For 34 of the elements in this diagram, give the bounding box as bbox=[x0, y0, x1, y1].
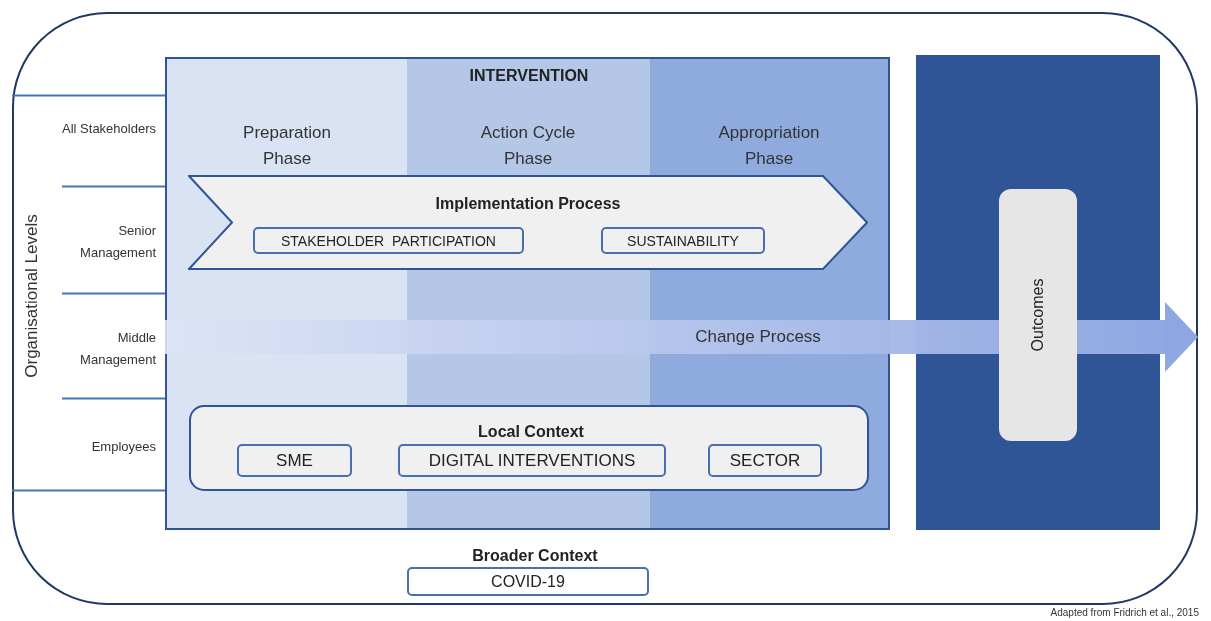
source-note: Adapted from Fridrich et al., 2015 bbox=[1050, 607, 1199, 618]
axis-title: Organisational Levels bbox=[21, 213, 42, 380]
heading: Implementation Process bbox=[434, 194, 622, 214]
box-label: Outcomes bbox=[1029, 278, 1047, 352]
outcomes-panel bbox=[916, 55, 1160, 530]
context-frame bbox=[12, 12, 1198, 605]
level-label: Middle Management bbox=[79, 329, 156, 369]
heading: Appropriation Phase bbox=[717, 122, 821, 171]
box-label: SECTOR bbox=[729, 450, 801, 471]
label-box bbox=[407, 567, 649, 596]
label-box bbox=[237, 444, 352, 477]
heading: Action Cycle Phase bbox=[479, 122, 577, 171]
box-label: SME bbox=[276, 450, 313, 471]
heading: Broader Context bbox=[471, 546, 599, 566]
context-box bbox=[189, 405, 869, 491]
heading: Preparation Phase bbox=[242, 122, 332, 171]
box-label: DIGITAL INTERVENTIONS bbox=[428, 450, 636, 471]
heading: Local Context bbox=[477, 422, 585, 442]
block-arrow bbox=[1077, 302, 1198, 372]
heading: INTERVENTION bbox=[468, 66, 590, 86]
outcomes-box bbox=[999, 189, 1077, 441]
level-label: Senior Management bbox=[79, 222, 156, 262]
box-label: SUSTAINABILITY bbox=[627, 232, 739, 249]
label-box bbox=[708, 444, 822, 477]
process-banner bbox=[188, 175, 868, 270]
box-label: STAKEHOLDER PARTICIPATION bbox=[281, 232, 496, 249]
level-label: All Stakeholders bbox=[61, 120, 156, 138]
label-box bbox=[398, 444, 666, 477]
level-label: Employees bbox=[90, 438, 156, 456]
box-label: COVID-19 bbox=[491, 572, 565, 591]
intervention-panel bbox=[165, 57, 890, 530]
edge-label: Change Process bbox=[694, 326, 822, 348]
label-box bbox=[601, 227, 765, 254]
label-box bbox=[253, 227, 524, 254]
